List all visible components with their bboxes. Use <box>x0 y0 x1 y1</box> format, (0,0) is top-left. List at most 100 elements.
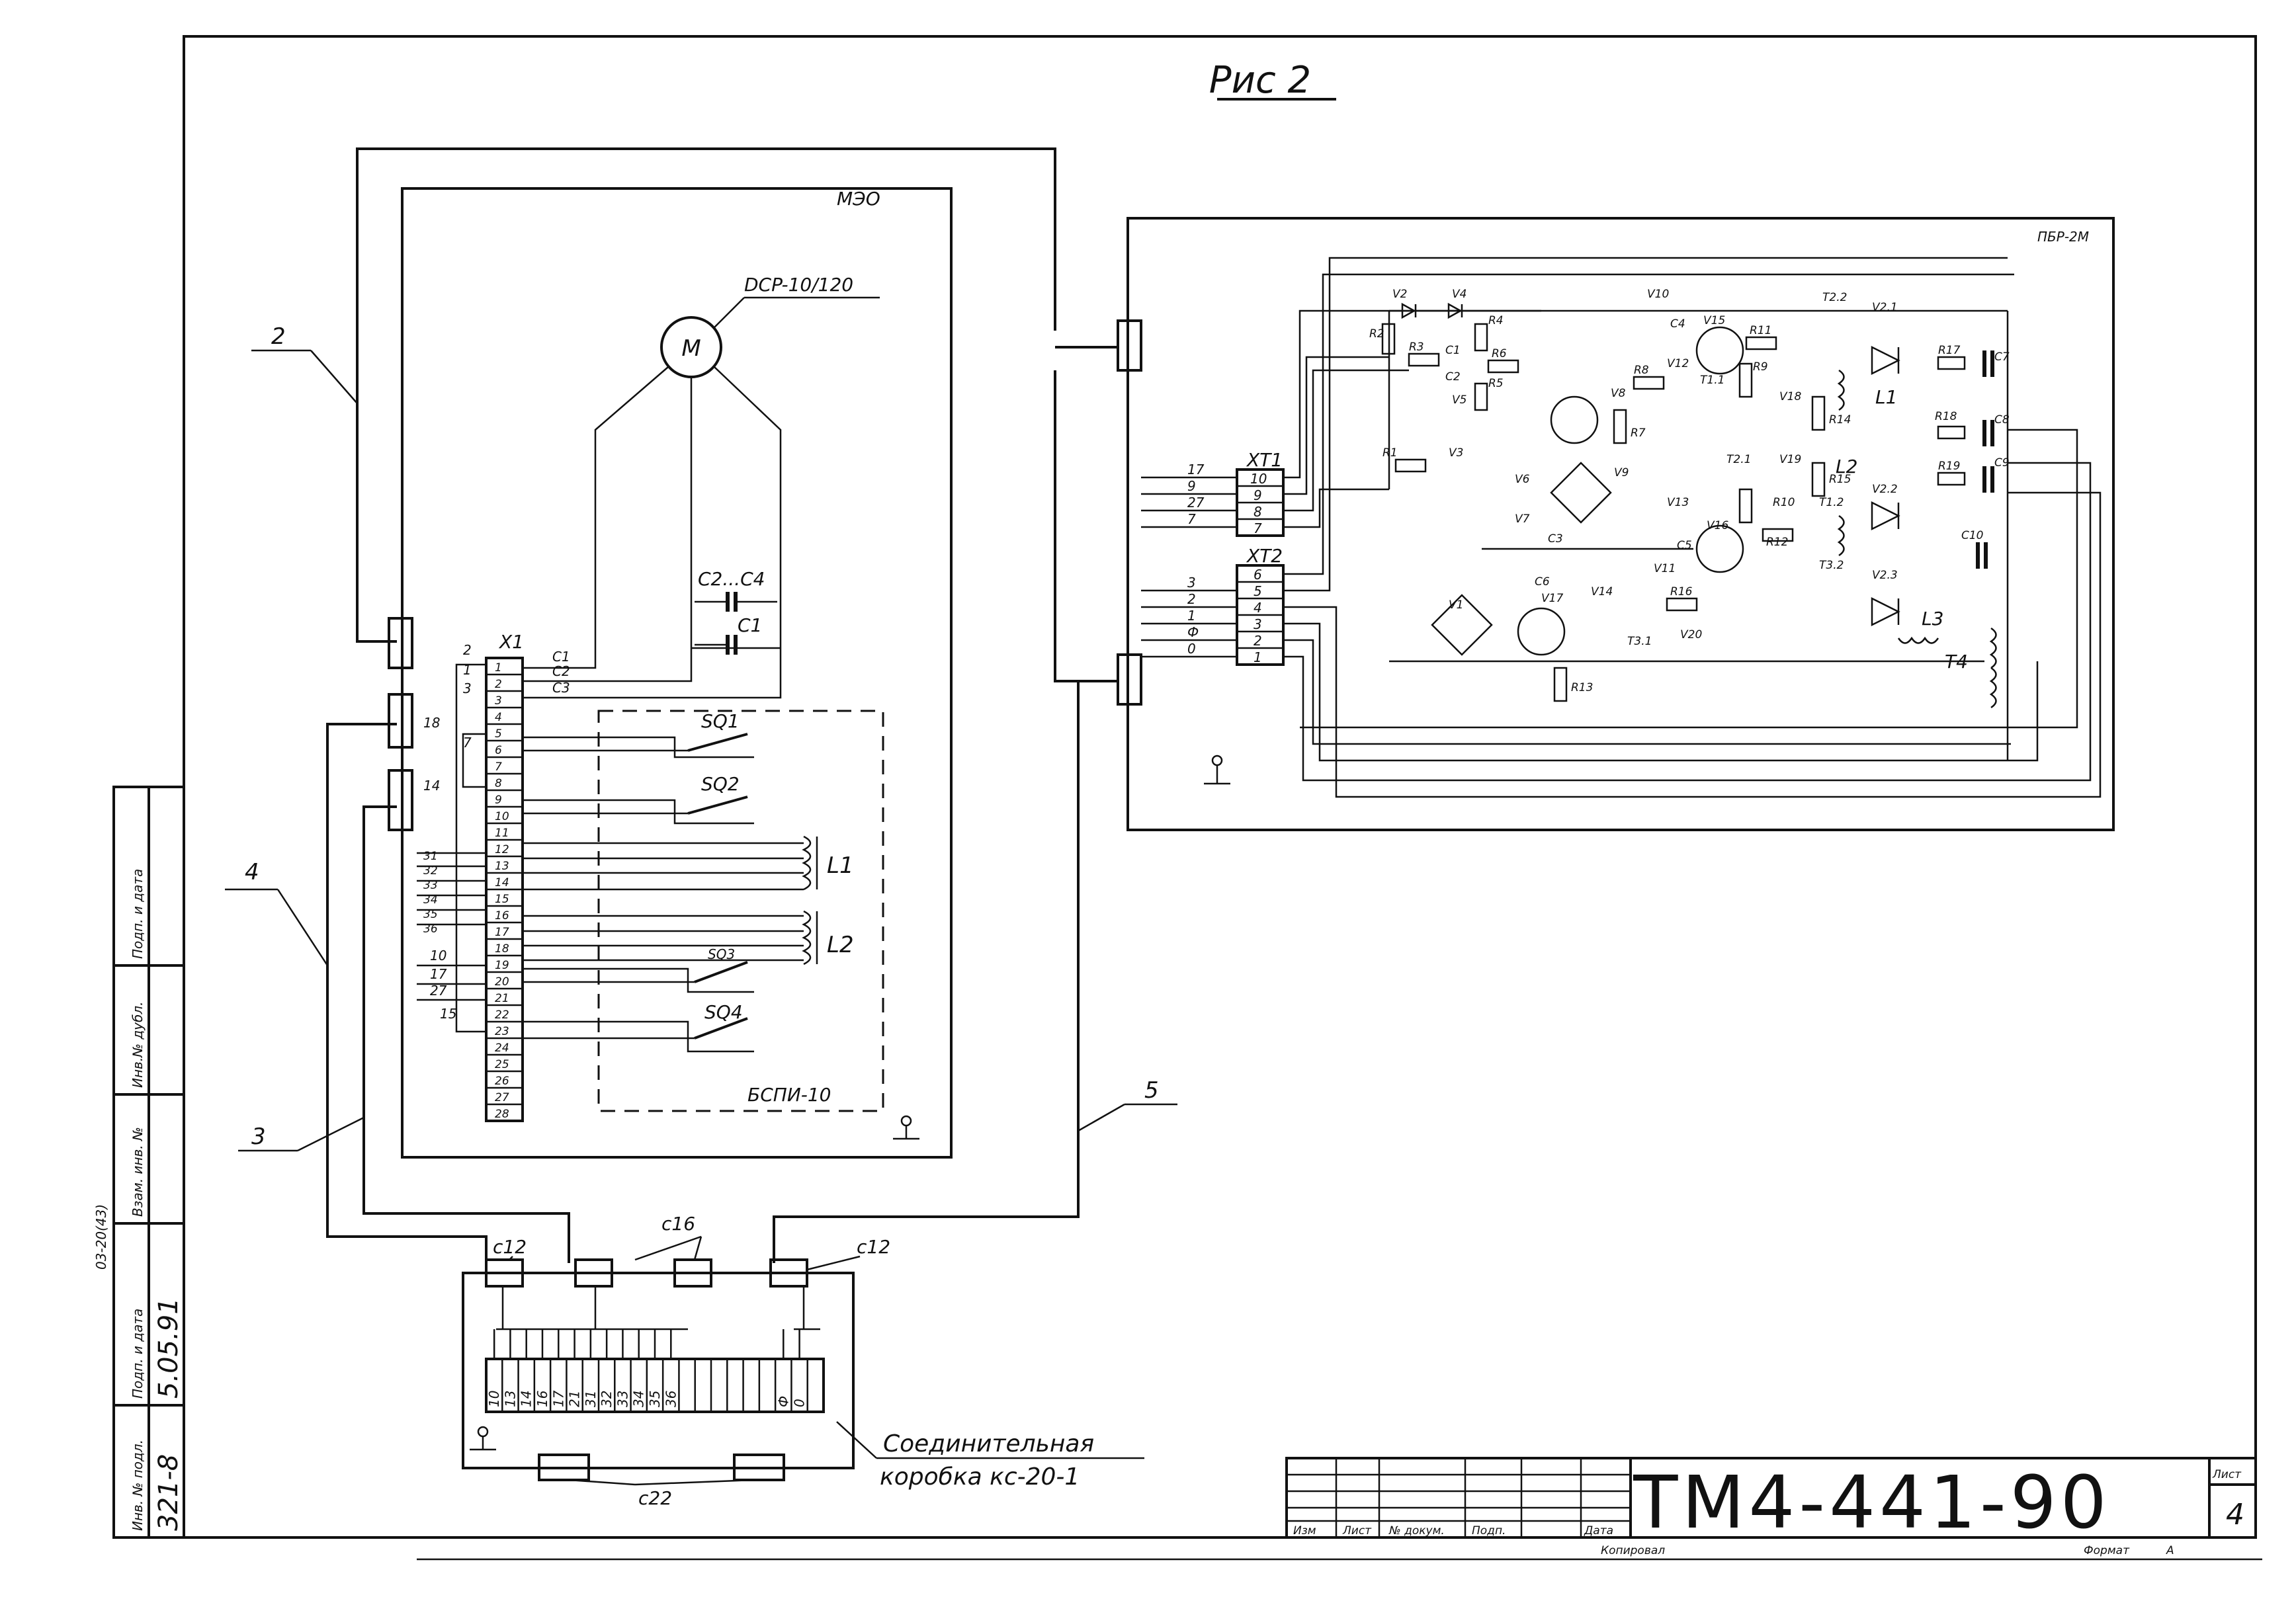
xt1-wire: 17 <box>1187 462 1205 477</box>
pbr-component-label: T3.1 <box>1627 635 1652 648</box>
pbr-unit: ПБР-2М XT1 10 9 8 7 17 9 27 7 XT2 6 5 4 … <box>1127 217 2115 831</box>
pbr-component-label: T2.2 <box>1822 291 1847 304</box>
pbr-component-labels: V1V2V3V4V5V6V7V8V9V10V11V12V13V14V15V16V… <box>1369 288 2010 694</box>
pbr-component-label: R3 <box>1409 341 1424 354</box>
meo-left-wire-labels: 2 1 3 18 7 14 31 32 33 34 35 36 10 17 27… <box>423 642 472 1022</box>
xt2-label: XT2 <box>1246 545 1283 567</box>
format-label: Формат <box>2084 1544 2130 1557</box>
pbr-component-label: L2 <box>1836 456 1857 477</box>
pbr-component-label: V15 <box>1703 314 1725 327</box>
x1-terminal: 8 <box>495 777 502 790</box>
left-wire: 36 <box>423 922 438 936</box>
meo-connector-1 <box>388 617 413 669</box>
pbr-connector-top <box>1117 319 1142 372</box>
x1-terminal: 15 <box>495 893 509 906</box>
stamp-column-label: Подп. <box>1472 1524 1506 1537</box>
xt2-pin: 3 <box>1254 616 1262 632</box>
xt2-pin: 4 <box>1254 600 1262 616</box>
x1-terminal: 3 <box>495 694 502 708</box>
pbr-component-label: R6 <box>1492 347 1507 360</box>
connector-c12-left <box>485 1258 524 1288</box>
motor-type-label: DCP-10/120 <box>744 274 853 296</box>
pbr-component-label: R16 <box>1670 585 1693 598</box>
pbr-component-label: V1 <box>1449 598 1463 612</box>
x1-terminal: 16 <box>495 909 509 922</box>
x1-terminal: 17 <box>495 926 509 939</box>
pbr-component-label: V19 <box>1779 453 1801 466</box>
left-wire: 35 <box>423 908 438 921</box>
left-wire: 18 <box>423 715 440 731</box>
side-date-value: 5.05.91 <box>153 1297 184 1399</box>
junction-terminal: 31 <box>583 1391 599 1407</box>
pbr-component-label: C4 <box>1670 317 1685 331</box>
pbr-component-label: R10 <box>1773 496 1795 509</box>
x1-terminal: 2 <box>495 678 502 691</box>
pbr-component-label: V12 <box>1667 357 1689 370</box>
pbr-component-label: V5 <box>1452 393 1467 407</box>
limit-switches: SQ1 SQ2 SQ3 SQ4 <box>523 710 754 1053</box>
pbr-component-label: R12 <box>1766 536 1788 549</box>
xt2-wire: 3 <box>1187 575 1196 591</box>
drawing-code: ТМ4-441-90 <box>1633 1460 2110 1545</box>
pbr-label: ПБР-2М <box>2037 229 2089 245</box>
xt1-pin: 7 <box>1254 520 1262 536</box>
x1-terminal: 28 <box>495 1108 509 1121</box>
copied-label: Копировал <box>1601 1544 1665 1557</box>
xt2-pin: 6 <box>1254 567 1262 583</box>
junction-terminal: 33 <box>615 1391 630 1407</box>
xt2-wire: 2 <box>1187 591 1196 607</box>
x1-terminal: 19 <box>495 959 509 972</box>
pbr-component-label: C9 <box>1994 456 2010 470</box>
left-wire: 15 <box>440 1006 456 1022</box>
pbr-component-label: R2 <box>1369 327 1384 341</box>
pbr-component-label: C3 <box>1548 532 1563 546</box>
x1-terminal: 6 <box>495 744 502 757</box>
pbr-component-label: R19 <box>1938 460 1960 473</box>
cable-5-label: 5 <box>1144 1077 1159 1104</box>
xt1-pin: 10 <box>1250 471 1267 487</box>
format-value: А <box>2166 1544 2174 1557</box>
side-note: 03-20(43) <box>93 1204 109 1270</box>
c12-left-label: с12 <box>493 1236 527 1258</box>
x1-terminal: 4 <box>495 711 502 724</box>
c22-label: с22 <box>638 1487 672 1509</box>
pbr-component-label: R13 <box>1571 681 1593 694</box>
xt1-wire: 27 <box>1187 495 1205 511</box>
junction-terminal: 36 <box>663 1391 679 1407</box>
x1-terminal: 11 <box>495 827 509 840</box>
pbr-component-label: V17 <box>1541 592 1563 605</box>
side-field-replace: Взам. инв. № <box>130 1127 146 1217</box>
x1-terminal: 26 <box>495 1075 509 1088</box>
capacitor-group-label: C2...C4 <box>698 568 765 590</box>
xt2-pin: 1 <box>1254 649 1262 665</box>
x1-terminal: 24 <box>495 1042 509 1055</box>
left-wire: 3 <box>463 680 472 696</box>
pbr-component-label: V3 <box>1449 446 1463 460</box>
x1-terminal: 25 <box>495 1058 509 1071</box>
junction-terminal: 34 <box>631 1391 647 1407</box>
meo-label: МЭО <box>837 188 880 210</box>
pbr-component-label: V13 <box>1667 496 1689 509</box>
junction-box-label: Соединительная <box>883 1430 1094 1457</box>
xt1-wire: 9 <box>1187 478 1196 494</box>
pbr-component-label: T1.2 <box>1819 496 1844 509</box>
pbr-component-label: V2.3 <box>1872 569 1898 582</box>
junction-terminal: 10 <box>486 1391 502 1407</box>
pbr-component-label: V9 <box>1614 466 1629 479</box>
capacitor-label: C1 <box>738 614 762 636</box>
connector-c16-left <box>574 1258 613 1288</box>
x1-terminal: 9 <box>495 794 502 807</box>
pbr-component-label: V11 <box>1654 562 1676 575</box>
pbr-component-label: R4 <box>1488 314 1504 327</box>
motor-letter: M <box>681 335 701 362</box>
pbr-component-label: R5 <box>1488 377 1504 390</box>
pbr-component-label: V8 <box>1611 387 1626 400</box>
pbr-component-label: V16 <box>1707 519 1728 532</box>
junction-terminal: Ф <box>775 1396 791 1407</box>
pbr-component-label: T3.2 <box>1819 559 1844 572</box>
inductors-l1-l2: L1 L2 <box>523 835 854 965</box>
junction-terminal: 32 <box>599 1391 615 1407</box>
pbr-component-label: V2 <box>1392 288 1407 301</box>
